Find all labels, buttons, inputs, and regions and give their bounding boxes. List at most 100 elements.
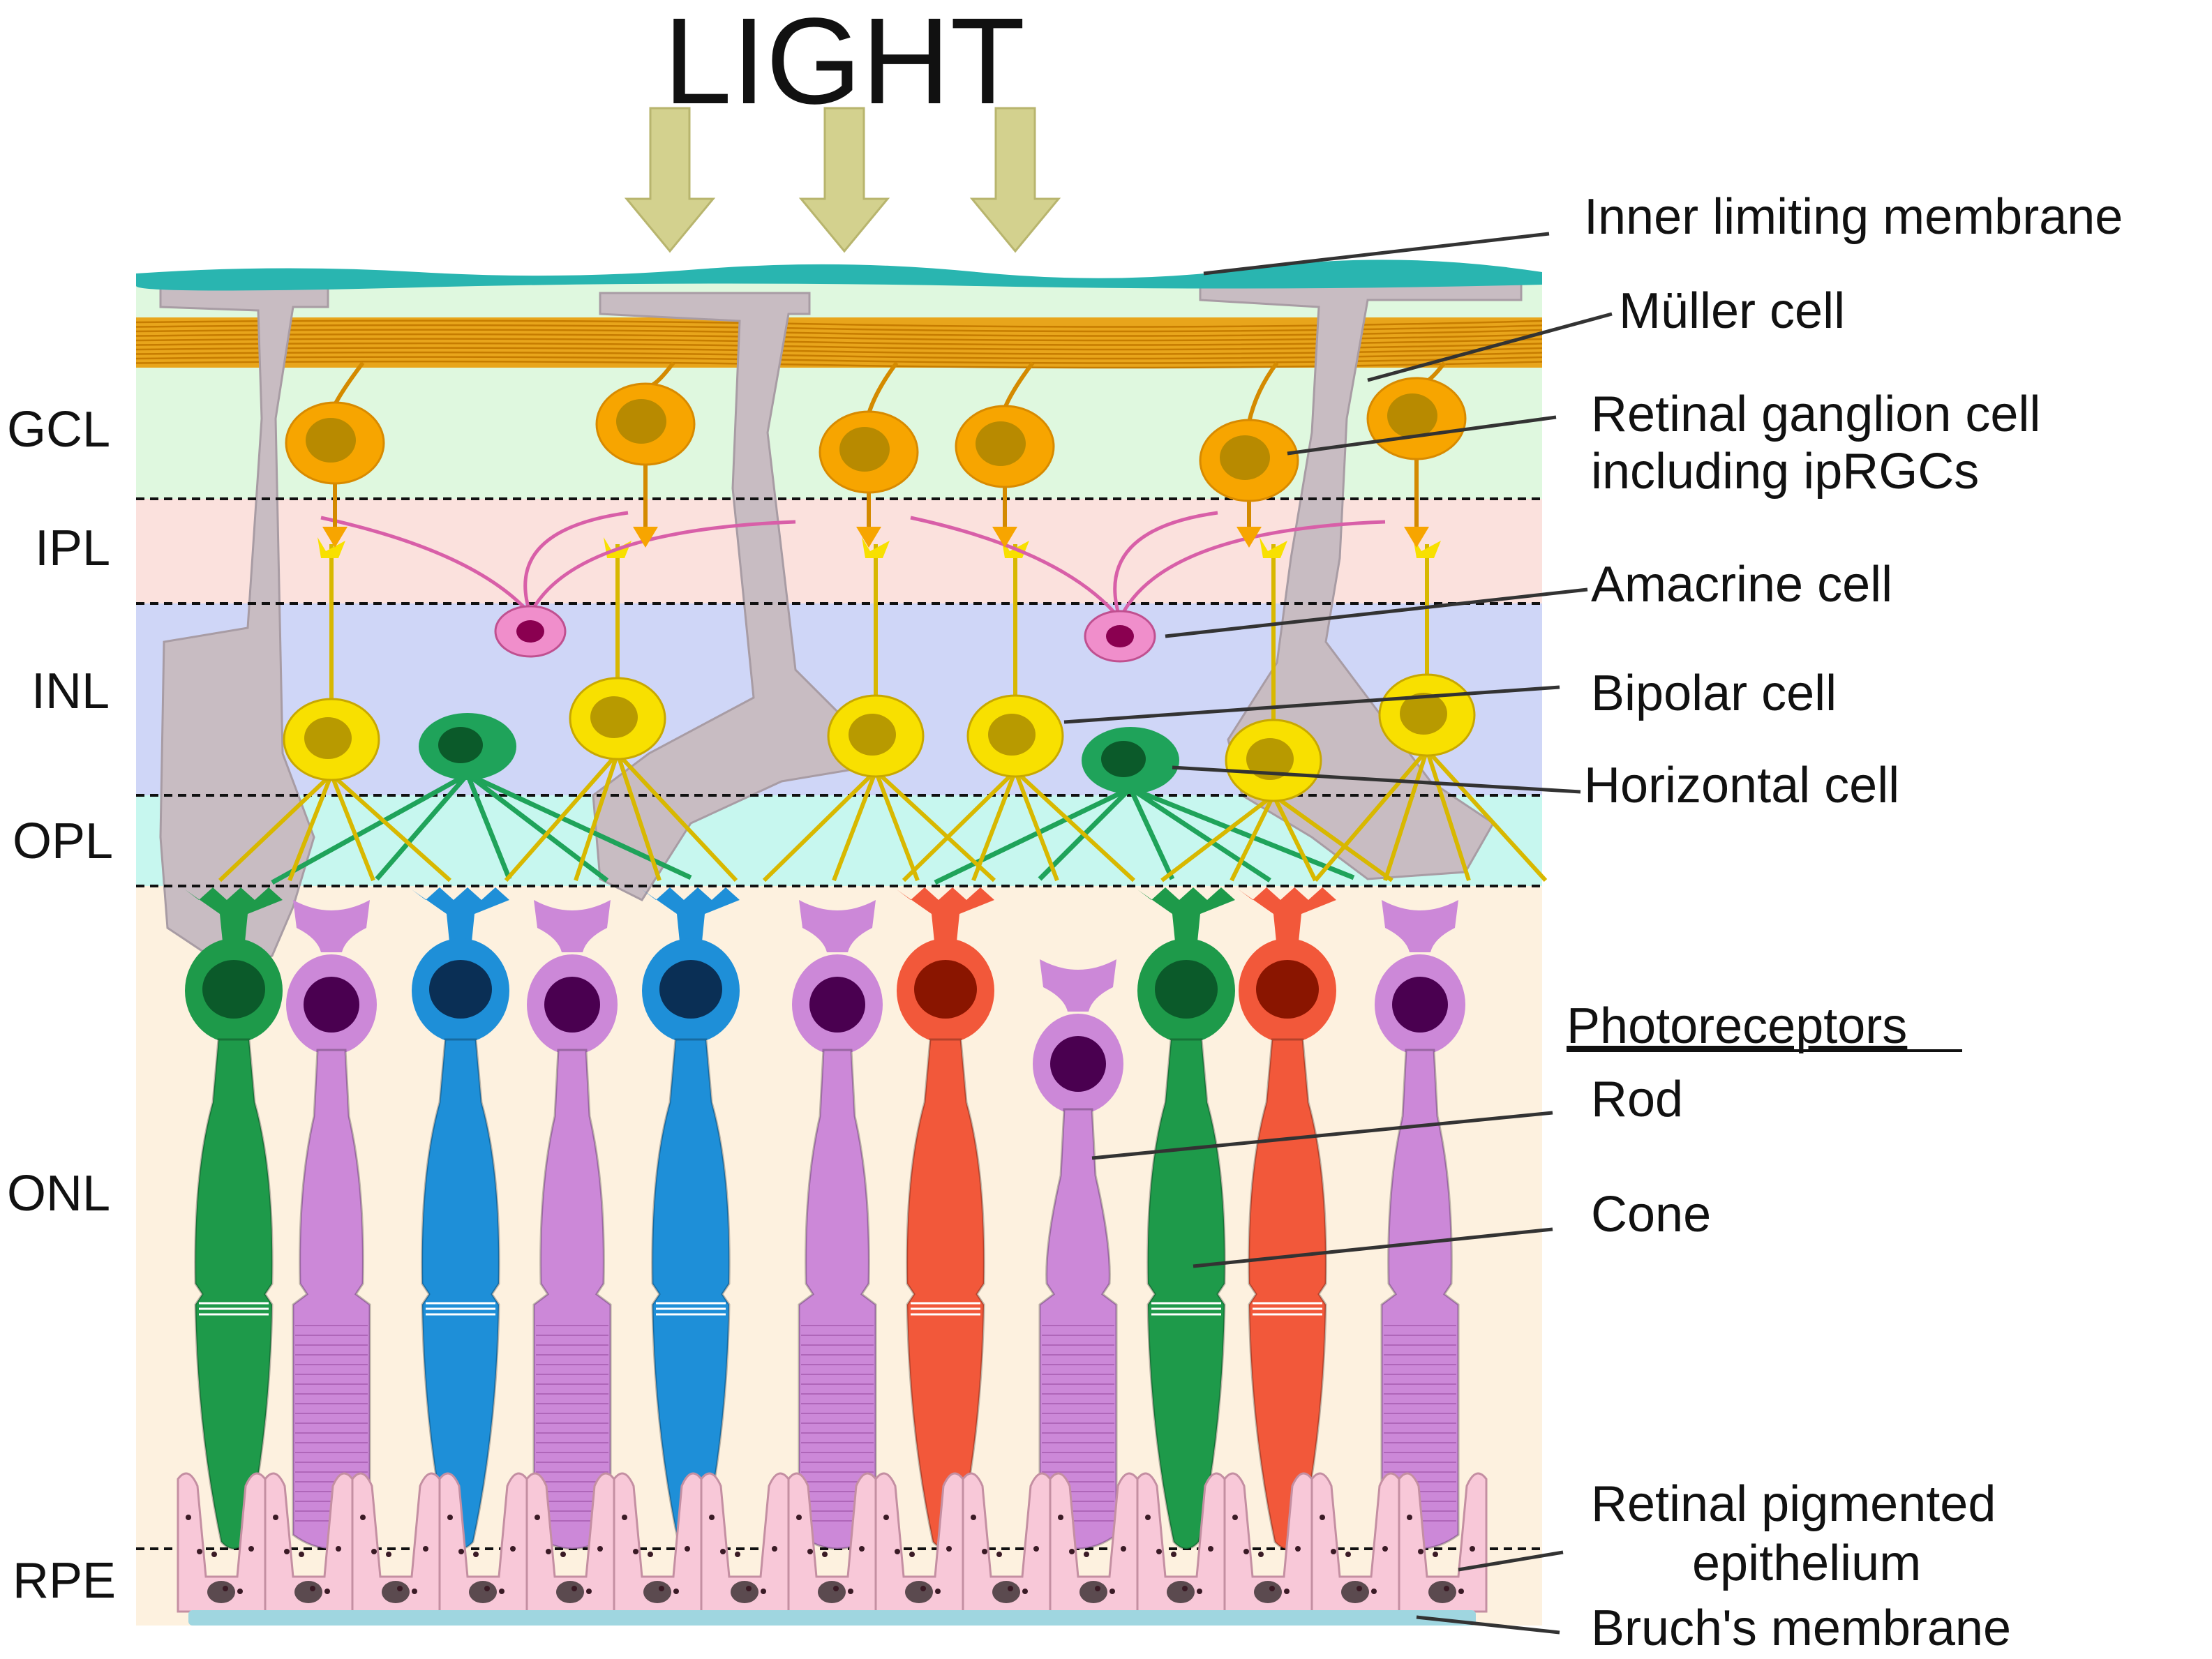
leader-ganglion	[1287, 415, 1557, 456]
cone-nucleus	[429, 960, 492, 1019]
melanin-granule	[772, 1546, 777, 1552]
melanin-granule	[211, 1552, 217, 1557]
axon-fiber	[135, 324, 1543, 333]
callout-rpe-line1: Retinal pigmented	[1591, 1476, 1996, 1532]
melanin-granule	[735, 1552, 740, 1557]
rpe-body	[787, 1472, 877, 1613]
axon-fiber	[135, 347, 1543, 355]
rpe-cell	[1310, 1472, 1400, 1613]
axon-fiber	[135, 320, 1543, 328]
rod-nucleus	[809, 977, 865, 1033]
melanin-granule	[560, 1552, 566, 1557]
ganglion-nucleus	[976, 421, 1026, 466]
bipolar-nucleus	[304, 717, 352, 759]
melanin-granule	[1458, 1589, 1464, 1594]
melanin-granule	[546, 1549, 551, 1554]
melanin-granule	[1208, 1546, 1213, 1552]
horizontal-nucleus	[438, 727, 483, 763]
rpe-body	[1136, 1472, 1226, 1613]
cone-cell	[897, 887, 994, 1550]
melanin-granule	[237, 1589, 243, 1594]
rpe-cell	[525, 1472, 615, 1613]
callout-leaders	[1063, 232, 1613, 1635]
rpe-body	[1310, 1472, 1400, 1613]
callout-horizontal-cell: Horizontal cell	[1584, 758, 1899, 813]
rpe-nucleus	[1254, 1581, 1282, 1603]
rod-segment	[798, 1049, 877, 1550]
muller-cell	[592, 292, 867, 901]
rpe-cell	[874, 1472, 964, 1613]
rod-spherule	[799, 900, 876, 952]
melanin-granule	[412, 1589, 417, 1594]
melanin-granule	[1284, 1589, 1290, 1594]
rpe-body	[1398, 1472, 1488, 1613]
ganglion-cell	[285, 361, 385, 548]
layer-labels: GCL IPL INL OPL ONL RPE	[7, 402, 116, 1609]
horizontal-cell	[271, 713, 692, 885]
bipolar-terminal	[317, 537, 345, 558]
melanin-granule	[1382, 1546, 1388, 1552]
ganglion-cell	[595, 361, 696, 548]
callout-amacrine-cell: Amacrine cell	[1591, 557, 1892, 613]
ganglion-dendrite-tuft	[1404, 527, 1429, 548]
rpe-cell	[264, 1472, 354, 1613]
leader-muller	[1367, 312, 1613, 382]
cone-pedicle	[642, 887, 740, 949]
melanin-granule	[360, 1515, 366, 1520]
ganglion-cell	[1199, 361, 1299, 548]
melanin-granule	[484, 1586, 490, 1591]
cone-cell	[642, 887, 740, 1550]
ganglion-nucleus	[1220, 435, 1270, 480]
melanin-granule	[1433, 1552, 1438, 1557]
melanin-granule	[895, 1549, 900, 1554]
melanin-granule	[859, 1546, 865, 1552]
ganglion-dendrite-tuft	[856, 527, 881, 548]
melanin-granule	[284, 1549, 290, 1554]
down-arrow-icon	[624, 107, 716, 253]
ganglion-axon	[867, 361, 899, 530]
melanin-granule	[996, 1552, 1002, 1557]
melanin-granule	[1258, 1552, 1264, 1557]
melanin-granule	[648, 1552, 653, 1557]
axon-fiber	[135, 351, 1543, 360]
inner-limiting-membrane	[136, 260, 1542, 291]
rpe-body	[1223, 1472, 1313, 1613]
melanin-granule	[1008, 1586, 1013, 1591]
cone-cell	[1137, 887, 1235, 1550]
callout-photoreceptors-heading: Photoreceptors	[1567, 998, 1907, 1054]
rpe-cell	[700, 1472, 790, 1613]
rod-cell	[527, 900, 618, 1550]
rpe-nucleus	[1167, 1581, 1195, 1603]
melanin-granule	[1470, 1546, 1475, 1552]
ganglion-nucleus	[839, 427, 890, 472]
melanin-granule	[848, 1589, 853, 1594]
melanin-granule	[659, 1586, 664, 1591]
bipolar-processes	[504, 544, 738, 883]
bipolar-terminal	[1413, 537, 1441, 558]
horizontal-nucleus	[1101, 741, 1146, 777]
melanin-granule	[796, 1515, 802, 1520]
cone-pedicle	[185, 887, 283, 949]
amacrine-dendrites	[320, 511, 796, 615]
rpe-cell	[438, 1472, 528, 1613]
melanin-granule	[510, 1546, 516, 1552]
retinal-ganglion-cells	[285, 361, 1467, 548]
axon-fiber	[135, 329, 1543, 337]
bipolar-processes	[1160, 544, 1393, 883]
melanin-granule	[1145, 1515, 1151, 1520]
ganglion-dendrite-tuft	[633, 527, 658, 548]
melanin-granule	[685, 1546, 690, 1552]
cone-pedicle	[897, 887, 994, 949]
melanin-granule	[197, 1549, 202, 1554]
layer-label-onl: ONL	[7, 1166, 110, 1222]
leader-amacrine	[1165, 587, 1588, 638]
ganglion-axon	[1003, 361, 1035, 530]
ganglion-dendrite-tuft	[322, 527, 348, 548]
callout-ganglion-line2: including ipRGCs	[1591, 444, 1979, 500]
melanin-granule	[423, 1546, 428, 1552]
layer-label-ipl: IPL	[35, 520, 110, 576]
leader-rpe	[1458, 1550, 1564, 1572]
leader-rod	[1091, 1111, 1553, 1160]
rpe-nucleus	[905, 1581, 933, 1603]
bipolar-nucleus	[1400, 693, 1447, 735]
